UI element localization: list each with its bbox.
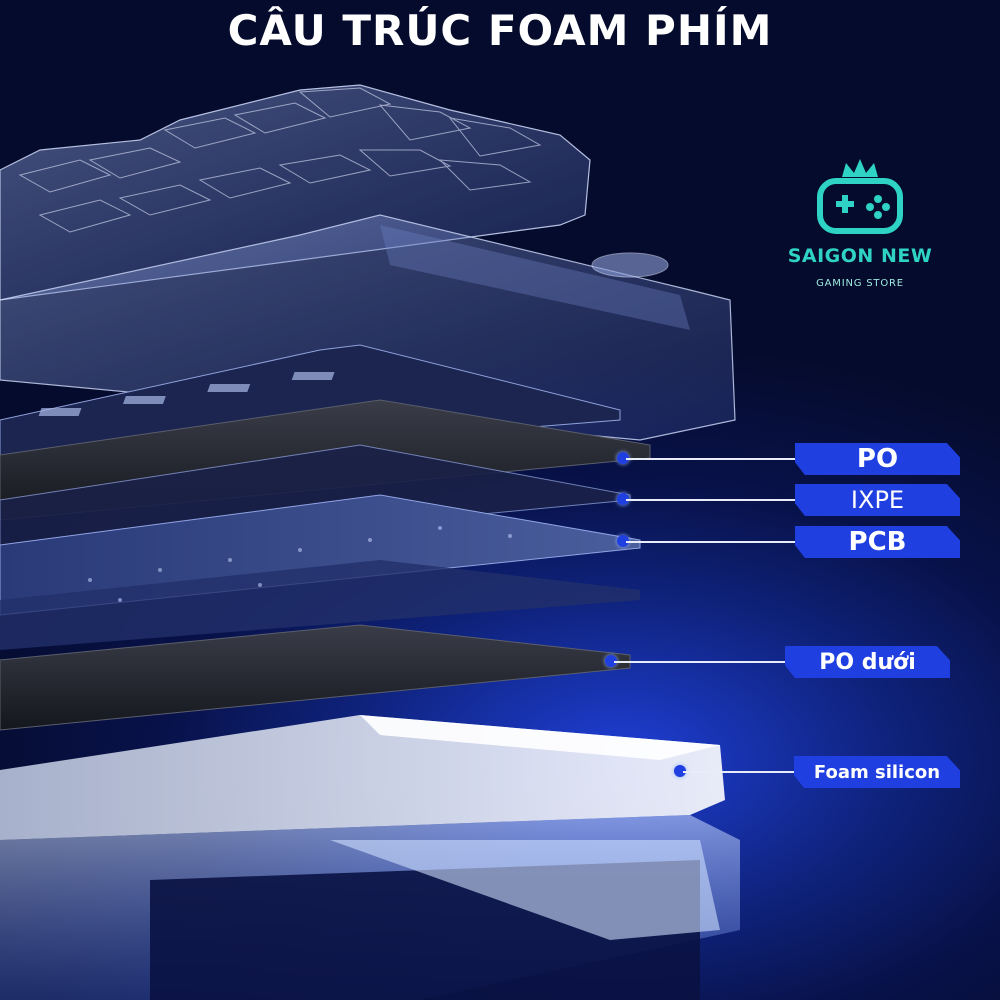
po-leader-line [626, 458, 796, 460]
foam-silicon-layer [0, 715, 725, 840]
pcb-label: PCB [795, 526, 960, 558]
pcb-layer [0, 494, 641, 650]
po-bottom-label: PO dưới [785, 646, 950, 678]
po-label: PO [795, 443, 960, 475]
po-bottom-leader-line [614, 661, 786, 663]
pcb-leader-line [626, 541, 796, 543]
ixpe-label: IXPE [795, 484, 960, 516]
ixpe-leader-line [626, 499, 796, 501]
brand-name: SAIGON NEW [787, 245, 933, 267]
foam-silicon-leader-line [683, 771, 795, 773]
foam-silicon-dot [674, 765, 686, 777]
pcb-dot [617, 535, 629, 547]
ixpe-dot [617, 493, 629, 505]
po-bottom-dot [605, 655, 617, 667]
gamepad-crown-icon [817, 159, 903, 234]
foam-silicon-label: Foam silicon [794, 756, 960, 788]
po-dot [617, 452, 629, 464]
brand-tagline: GAMING STORE [816, 278, 904, 289]
bottom-case-layer [0, 815, 740, 1000]
page-title: CÂU TRÚC FOAM PHÍM [227, 6, 773, 55]
